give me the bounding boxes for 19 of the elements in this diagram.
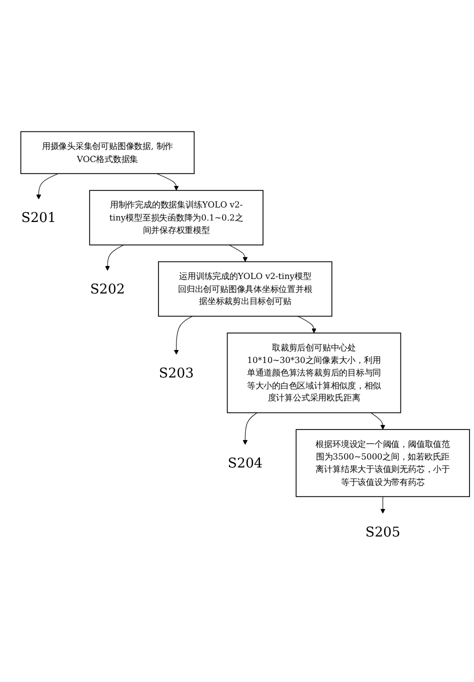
arrow bbox=[174, 316, 193, 355]
node-text: S203 bbox=[158, 365, 194, 381]
node-text: S204 bbox=[228, 455, 263, 471]
node-box: 用摄像头采集创可贴图像数据, 制作VOC格式数据集 bbox=[20, 131, 195, 174]
node-text: S205 bbox=[365, 524, 400, 540]
node-text: S201 bbox=[21, 210, 56, 226]
arrow bbox=[370, 412, 386, 430]
arrow bbox=[228, 244, 248, 262]
node-box: 取裁剪后创可贴中心处10*10~30*30之间像素大小，利用单通道颜色算法将裁剪后的目标与同等大小的白色区域计算相似度，相似度计算公式采用欧氏距离 bbox=[226, 332, 402, 414]
arrow bbox=[105, 244, 124, 271]
node-box: 用制作完成的数据集训练YOLO v2-tiny模型至损失函数降为0.1~0.2之间并保存权重模型 bbox=[89, 190, 264, 246]
node-box: 运用训练完成的YOLO v2-tiny模型回归出创可贴图像具体坐标位置并根据坐标裁剪出目标创可贴 bbox=[158, 261, 332, 317]
arrow bbox=[298, 316, 316, 334]
arrow bbox=[380, 496, 386, 514]
arrow bbox=[242, 412, 258, 445]
arrow bbox=[156, 173, 179, 191]
node-text: S202 bbox=[90, 281, 125, 297]
arrow bbox=[36, 173, 59, 200]
node-box: 根据环境设定一个阈值，阈值取值范围为3500~5000之间，如若欧氏距离计算结果大于该值则无药芯，小于等于该值设为带有药芯 bbox=[296, 429, 470, 498]
